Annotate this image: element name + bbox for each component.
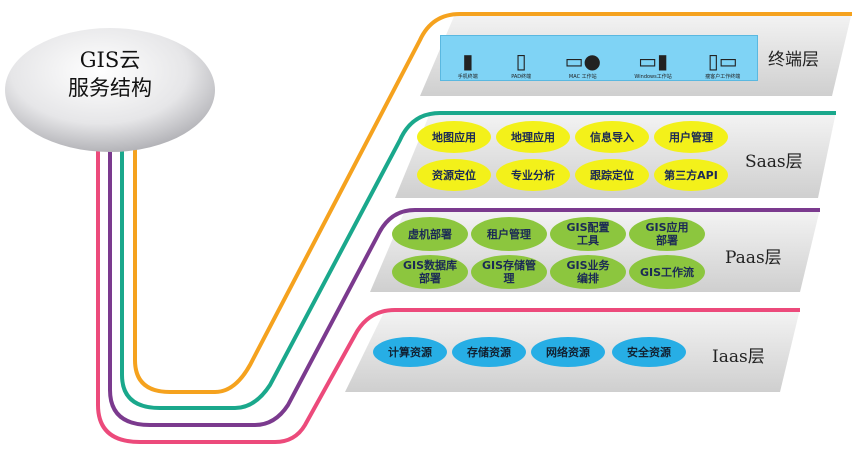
device-pad: ▯PAD终端 (511, 49, 531, 80)
terminal-line (133, 12, 852, 394)
saas-item: 专业分析 (496, 159, 570, 191)
iaas-layer-label: Iaas层 (712, 347, 765, 367)
paas-item: GIS配置工具 (550, 217, 626, 251)
paas-item: GIS数据库部署 (392, 255, 468, 289)
device-mac: ▭●MAC 工作站 (565, 49, 601, 80)
device-label: PAD终端 (511, 74, 532, 80)
device-label: 瘦客户工作终端 (705, 74, 741, 80)
paas-line (108, 145, 820, 427)
saas-line (120, 111, 836, 410)
iaas-line (96, 145, 800, 444)
mac-icon: ▭● (564, 49, 601, 73)
saas-item: 地图应用 (417, 121, 491, 153)
saas-item: 用户管理 (654, 121, 728, 153)
desktop-icon: ▭▮ (638, 49, 669, 73)
device-label: Windows工作站 (634, 74, 672, 80)
terminal-layer-label: 终端层 (768, 50, 819, 70)
paas-item: GIS工作流 (629, 255, 705, 289)
paas-layer-label: Paas层 (725, 248, 782, 268)
title-line-2: 服务结构 (68, 76, 152, 100)
saas-item: 第三方API (654, 159, 728, 191)
iaas-item: 计算资源 (373, 337, 447, 367)
device-thin-client: ▯▭瘦客户工作终端 (705, 49, 740, 80)
saas-item: 地理应用 (496, 121, 570, 153)
paas-item: 租户管理 (471, 217, 547, 251)
iaas-item: 安全资源 (612, 337, 686, 367)
saas-item: 跟踪定位 (575, 159, 649, 191)
terminal-devices: ▮手机终端 ▯PAD终端 ▭●MAC 工作站 ▭▮Windows工作站 ▯▭瘦客… (440, 35, 758, 81)
cloud-title: GIS云服务结构 (40, 46, 180, 102)
device-label: MAC 工作站 (568, 74, 597, 80)
paas-item: GIS应用部署 (629, 217, 705, 251)
monitor-icon: ▯▭ (707, 49, 738, 73)
device-windows: ▭▮Windows工作站 (634, 49, 671, 80)
saas-item: 信息导入 (575, 121, 649, 153)
paas-item: GIS存储管理 (471, 255, 547, 289)
paas-item: 虚机部署 (392, 217, 468, 251)
title-line-1: GIS云 (79, 48, 141, 72)
phone-icon: ▮ (462, 49, 474, 73)
device-phone: ▮手机终端 (458, 49, 478, 80)
paas-item: GIS业务编排 (550, 255, 626, 289)
tablet-icon: ▯ (515, 49, 527, 73)
iaas-item: 网络资源 (531, 337, 605, 367)
saas-layer-label: Saas层 (745, 152, 803, 172)
cloud-ellipse (5, 28, 215, 152)
iaas-item: 存储资源 (452, 337, 526, 367)
device-label: 手机终端 (457, 74, 478, 80)
saas-item: 资源定位 (417, 159, 491, 191)
